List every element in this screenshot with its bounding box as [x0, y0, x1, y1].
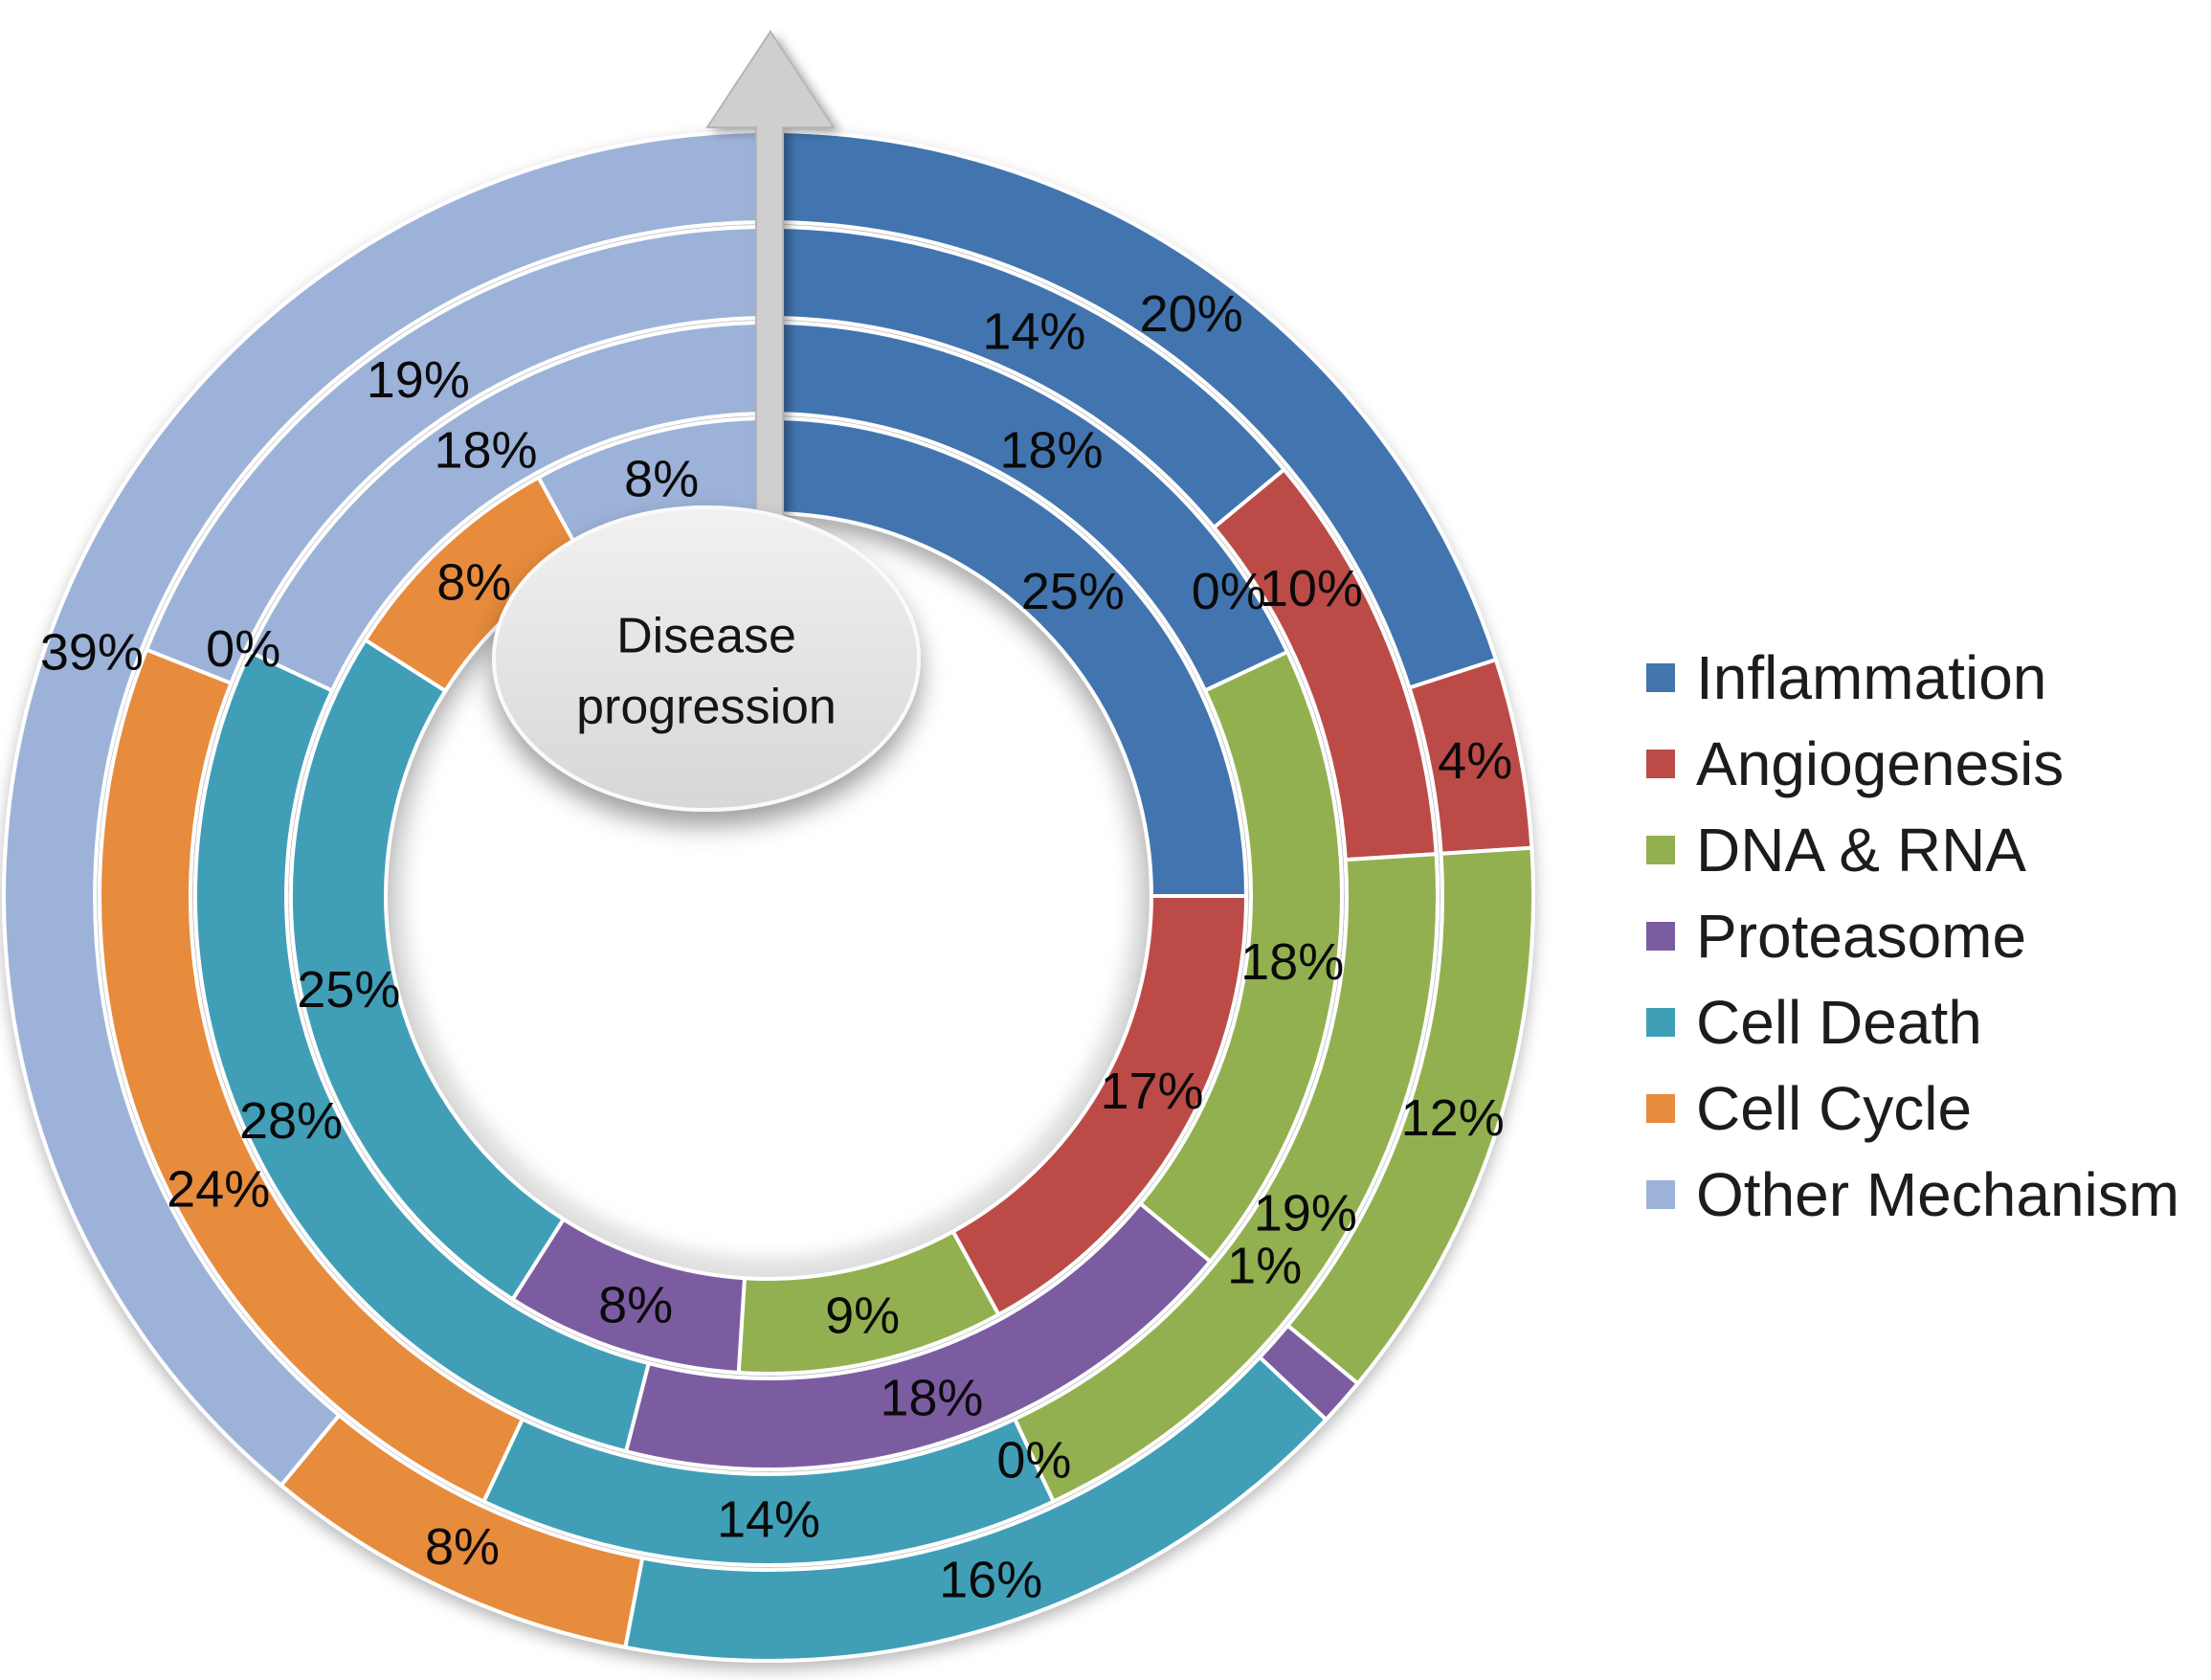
- legend-swatch-angiogenesis: [1646, 750, 1675, 778]
- segment-value-labels: 25%17%9%8%25%8%8%18%0%18%18%28%0%18%14%1…: [40, 285, 1512, 1609]
- legend-label: Other Mechanism: [1696, 1160, 2180, 1229]
- value-label-ring1-cell-death: 25%: [297, 961, 400, 1019]
- legend-label: Cell Death: [1696, 988, 1982, 1057]
- legend-label: Proteasome: [1696, 902, 2027, 971]
- value-label-ring2-angiogenesis: 0%: [1192, 563, 1266, 620]
- center-label-line2: progression: [576, 680, 837, 735]
- value-label-ring2-other-mechanism: 18%: [434, 421, 537, 479]
- legend-item-cell-death: Cell Death: [1646, 979, 2179, 1065]
- value-label-ring4-angiogenesis: 4%: [1438, 732, 1512, 790]
- value-label-ring3-dna-rna: 19%: [1254, 1185, 1357, 1243]
- value-label-ring4-cell-cycle: 8%: [425, 1518, 500, 1576]
- center-label-ellipse: Disease progression: [492, 505, 921, 812]
- legend-swatch-cell-cycle: [1646, 1094, 1675, 1123]
- value-label-ring3-cell-death: 14%: [717, 1491, 820, 1549]
- value-label-ring4-other-mechanism: 39%: [40, 623, 144, 681]
- value-label-ring1-proteasome: 8%: [598, 1277, 673, 1334]
- value-label-ring3-inflammation: 14%: [982, 303, 1085, 361]
- segment-ring1-cell-death: [289, 638, 566, 1302]
- segment-ring1-inflammation: [767, 416, 1248, 898]
- legend-swatch-dna-rna: [1646, 836, 1675, 864]
- value-label-ring1-cell-cycle: 8%: [436, 553, 511, 611]
- legend-item-inflammation: Inflammation: [1646, 635, 2179, 721]
- value-label-ring4-dna-rna: 12%: [1401, 1089, 1505, 1147]
- value-label-ring3-other-mechanism: 19%: [367, 351, 470, 409]
- legend-item-angiogenesis: Angiogenesis: [1646, 721, 2179, 807]
- legend-swatch-inflammation: [1646, 663, 1675, 692]
- legend-item-other-mechanism: Other Mechanism: [1646, 1152, 2179, 1238]
- value-label-ring2-inflammation: 18%: [999, 421, 1103, 479]
- value-label-ring2-proteasome: 18%: [880, 1370, 983, 1427]
- legend-label: Angiogenesis: [1696, 729, 2065, 798]
- center-label-line1: Disease: [616, 609, 796, 664]
- legend-item-dna-rna: DNA & RNA: [1646, 807, 2179, 893]
- value-label-ring3-angiogenesis: 10%: [1260, 560, 1363, 617]
- legend-label: DNA & RNA: [1696, 816, 2026, 885]
- legend-label: Cell Cycle: [1696, 1074, 1973, 1143]
- value-label-ring4-cell-death: 16%: [939, 1552, 1042, 1609]
- value-label-ring1-other-mechanism: 8%: [624, 451, 699, 508]
- value-label-ring3-cell-cycle: 24%: [167, 1161, 270, 1219]
- donut-rings: [2, 129, 1535, 1663]
- value-label-ring1-dna-rna: 9%: [825, 1288, 900, 1345]
- value-label-ring3-proteasome: 0%: [996, 1432, 1071, 1490]
- value-label-ring2-cell-cycle: 0%: [206, 620, 280, 678]
- value-label-ring4-inflammation: 20%: [1140, 285, 1243, 343]
- value-label-ring4-proteasome: 1%: [1227, 1238, 1302, 1295]
- legend-swatch-proteasome: [1646, 922, 1675, 951]
- legend-label: Inflammation: [1696, 643, 2047, 712]
- legend-swatch-cell-death: [1646, 1008, 1675, 1037]
- value-label-ring1-inflammation: 25%: [1021, 563, 1125, 620]
- legend-item-cell-cycle: Cell Cycle: [1646, 1065, 2179, 1152]
- legend-item-proteasome: Proteasome: [1646, 893, 2179, 979]
- value-label-ring2-cell-death: 28%: [239, 1092, 343, 1150]
- value-label-ring1-angiogenesis: 17%: [1100, 1063, 1203, 1120]
- legend-swatch-other-mechanism: [1646, 1180, 1675, 1209]
- value-label-ring2-dna-rna: 18%: [1240, 933, 1344, 991]
